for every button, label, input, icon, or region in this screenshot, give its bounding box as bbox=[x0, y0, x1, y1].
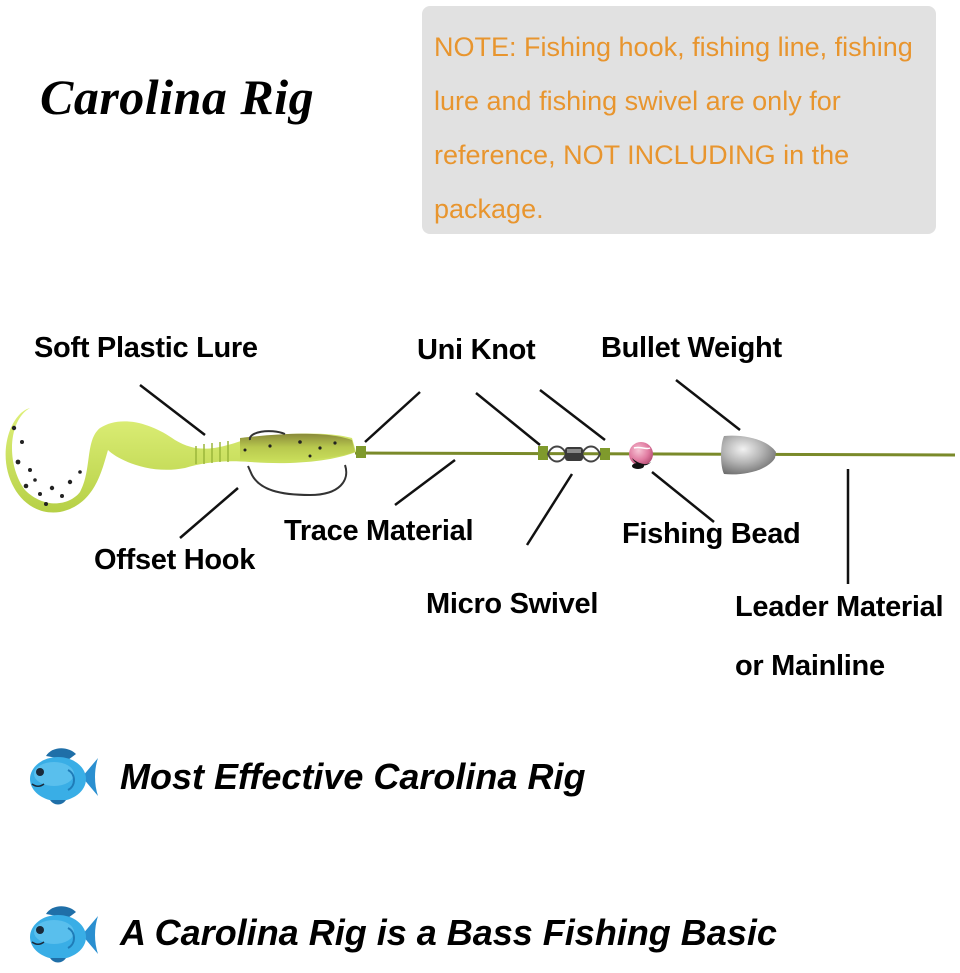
bullet-text: Most Effective Carolina Rig bbox=[120, 756, 586, 797]
label-fishing-bead: Fishing Bead bbox=[622, 518, 801, 550]
micro-swivel-icon bbox=[546, 445, 602, 463]
fish-icon bbox=[24, 902, 100, 968]
uni-knot-icon bbox=[600, 448, 610, 460]
label-micro-swivel: Micro Swivel bbox=[426, 588, 599, 620]
page-title: Carolina Rig bbox=[40, 69, 315, 125]
note-box: NOTE: Fishing hook, fishing line, fishin… bbox=[422, 6, 936, 234]
label-leader-material-line2: or Mainline bbox=[735, 650, 885, 682]
label-trace-material: Trace Material bbox=[284, 515, 474, 547]
fishing-bead-icon bbox=[629, 442, 653, 469]
label-uni-knot: Uni Knot bbox=[417, 334, 536, 366]
bullet-text: A Carolina Rig is a Bass Fishing Basic bbox=[120, 912, 777, 953]
fishing-line bbox=[354, 451, 956, 457]
label-offset-hook: Offset Hook bbox=[94, 544, 256, 576]
uni-knot-icon bbox=[356, 446, 366, 458]
fish-icon bbox=[24, 744, 100, 810]
label-bullet-weight: Bullet Weight bbox=[601, 332, 782, 364]
note-text: NOTE: Fishing hook, fishing line, fishin… bbox=[434, 32, 913, 224]
offset-hook-icon bbox=[247, 430, 348, 497]
bullet-weight-icon bbox=[721, 435, 776, 475]
leader-lines bbox=[139, 379, 850, 584]
uni-knot-icon bbox=[538, 446, 548, 460]
label-soft-plastic-lure: Soft Plastic Lure bbox=[34, 332, 258, 364]
label-leader-material: Leader Material bbox=[735, 591, 944, 623]
soft-plastic-lure-icon bbox=[5, 408, 356, 513]
